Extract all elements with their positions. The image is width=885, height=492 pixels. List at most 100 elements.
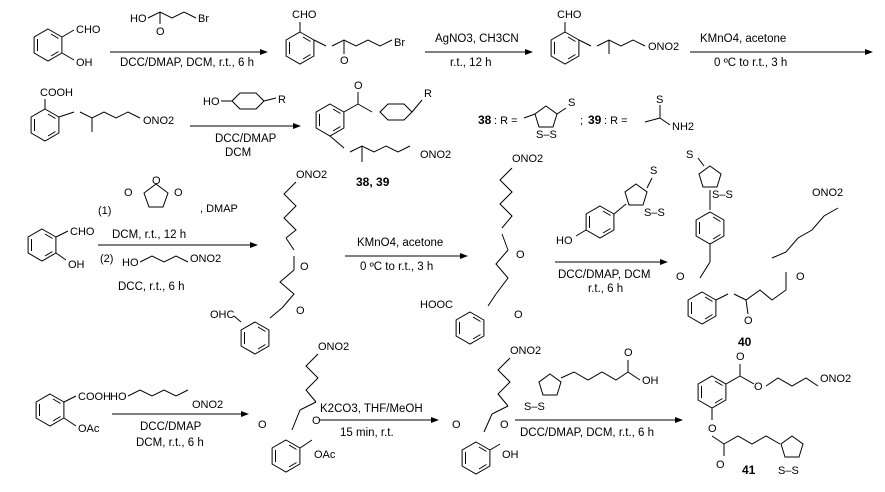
- r-def-ss-label: S–S: [536, 129, 557, 141]
- row3-sm-oh-label: OH: [68, 259, 85, 271]
- asp-cooh-label: COOH: [78, 391, 111, 403]
- reagent-o-label: O: [156, 26, 165, 38]
- row3-arrow1: DCM, r.t., 12 h (2) HO ONO2 DCC, r.t., 6…: [98, 229, 258, 293]
- row4-ester2: ONO2 O O OH: [452, 345, 541, 475]
- reagent-br-label: Br: [198, 13, 209, 25]
- int2-o2-label: O: [514, 309, 523, 321]
- prod-r-label: R: [424, 88, 432, 100]
- step3-conditions-bottom: 0 ºC to r.t., 3 h: [714, 57, 787, 69]
- row4-cond2-bottom: 15 min, r.t.: [340, 427, 394, 439]
- e2-o1-label: O: [500, 419, 509, 431]
- int2-o1-label: O: [516, 249, 525, 261]
- phenol-r-label: R: [278, 94, 286, 106]
- row1-product2: CHO ONO2: [550, 9, 679, 65]
- sm-oh-label: OH: [76, 57, 93, 69]
- row4-aspirin: COOH OAc: [35, 391, 111, 435]
- r-def-eq3-label: : R =: [604, 115, 628, 127]
- p40-ss-label: S–S: [712, 189, 733, 201]
- row4-cond3: DCC/DMAP, DCM, r.t., 6 h: [520, 427, 654, 439]
- anhydride-o2-label: O: [174, 187, 183, 199]
- e1-ono2-label: ONO2: [318, 341, 349, 353]
- reagent-ho-label: HO: [130, 13, 147, 25]
- p41-ss-label: S–S: [778, 465, 799, 477]
- alc-ho-label: HO: [110, 391, 127, 403]
- p41-o3-label: O: [708, 423, 717, 435]
- int2-hooc-label: HOOC: [420, 299, 453, 311]
- row1-arrow1: DCC/DMAP, DCM, r.t., 6 h: [110, 49, 268, 69]
- step1-num-label: (1): [98, 205, 111, 217]
- row3-intermediate2: ONO2 O O HOOC: [420, 153, 543, 345]
- row3-cond2: DCC, r.t., 6 h: [118, 281, 184, 293]
- row4-cond2-top: K2CO3, THF/MeOH: [320, 403, 423, 415]
- p40-o1-label: O: [676, 271, 685, 283]
- anhydride-o1-label: O: [124, 187, 133, 199]
- lipoic-oh-label: OH: [642, 375, 659, 387]
- alc-ono2-label: ONO2: [192, 399, 223, 411]
- adtoh-ho-label: HO: [556, 235, 573, 247]
- row1-arrow3: KMnO4, acetone 0 ºC to r.t., 3 h: [690, 33, 873, 69]
- row1-arrow2: AgNO3, CH3CN r.t., 12 h: [425, 33, 533, 69]
- acid-cooh-label: COOH: [40, 87, 73, 99]
- acid-ono2-label: ONO2: [143, 115, 174, 127]
- r-def-nh2-label: NH2: [672, 121, 694, 133]
- row3-product-40: S S–S O O O ONO2 40: [676, 149, 843, 349]
- row3-adt-oh: HO S S–S: [556, 165, 665, 247]
- p1-br-label: Br: [394, 37, 405, 49]
- row4-product-41: O O ONO2 O O S–S 41: [697, 351, 851, 477]
- p40-ono2-label: ONO2: [812, 187, 843, 199]
- lipoic-o-label: O: [624, 347, 633, 359]
- step3-conditions-top: KMnO4, acetone: [700, 33, 786, 45]
- row1-bromobutyric-acid: HO O Br: [130, 11, 209, 38]
- p1-o-label: O: [340, 55, 349, 67]
- adtoh-ss-label: S–S: [644, 207, 665, 219]
- row4-arrow1: HO ONO2 DCC/DMAP DCM, r.t., 6 h: [110, 389, 249, 449]
- row3-arrow3: DCC/DMAP, DCM r.t., 6 h: [555, 259, 668, 295]
- p40-s-label: S: [686, 149, 693, 161]
- sm-cho-label: CHO: [76, 24, 101, 36]
- row1-salicylaldehyde: CHO OH: [33, 24, 101, 69]
- p41-ono2-label: ONO2: [820, 373, 851, 385]
- coup-cond-bottom: r.t., 6 h: [588, 283, 623, 295]
- step1-conditions: DCC/DMAP, DCM, r.t., 6 h: [120, 57, 254, 69]
- compound-label-38-39: 38, 39: [356, 175, 390, 189]
- e2-oh-label: OH: [502, 449, 519, 461]
- e1-o2-label: O: [258, 419, 267, 431]
- row4-cond1-top: DCC/DMAP: [140, 421, 202, 433]
- ox-cond-top: KMnO4, acetone: [357, 237, 443, 249]
- row4-lipoic-acid: S–S O OH: [524, 347, 659, 413]
- row3-arrow2: KMnO4, acetone 0 ºC to r.t., 3 h: [345, 237, 468, 273]
- row3-sm-cho-label: CHO: [70, 226, 95, 238]
- r-def-eq2-label: ;: [580, 115, 583, 127]
- int1-ono2-label: ONO2: [296, 169, 327, 181]
- row3-salicylaldehyde: CHO OH: [27, 226, 95, 271]
- row2-product-38-39: O R ONO2 38, 39: [315, 80, 451, 189]
- int1-o1-label: O: [300, 261, 309, 273]
- row4-ester1: ONO2 O O OAc: [258, 341, 349, 473]
- row2-r-definitions: 38 : R = S S–S ; 39 : R = S NH2: [478, 94, 694, 141]
- row3-cond1: DCM, r.t., 12 h: [112, 229, 186, 241]
- e1-o1-label: O: [312, 415, 321, 427]
- p41-o1-label: O: [736, 351, 745, 363]
- row1-product1: CHO O Br: [285, 9, 405, 67]
- alcohol-ho-label: HO: [122, 257, 139, 269]
- p40-o3-label: O: [796, 271, 805, 283]
- row2-conditions-bottom: DCM: [225, 147, 251, 159]
- lipoic-ss-label: S–S: [524, 401, 545, 413]
- p2-cho-label: CHO: [557, 9, 582, 21]
- row4-arrow3: DCC/DMAP, DCM, r.t., 6 h: [515, 417, 683, 439]
- int1-ohc-label: OHC: [210, 309, 235, 321]
- alcohol-ono2-label: ONO2: [190, 253, 221, 265]
- row3-succinic-anhydride: (1) O O O , DMAP: [98, 175, 238, 217]
- step2-conditions-top: AgNO3, CH3CN: [435, 33, 519, 45]
- coup-cond-top: DCC/DMAP, DCM: [558, 269, 650, 281]
- compound-label-41: 41: [742, 463, 756, 477]
- p41-o2-label: O: [754, 381, 763, 393]
- row4-cond1-bottom: DCM, r.t., 6 h: [136, 437, 204, 449]
- p40-o2-label: O: [744, 315, 753, 327]
- p2-ono2-label: ONO2: [648, 41, 679, 53]
- row2-acid: COOH ONO2: [30, 87, 174, 142]
- p1-cho-label: CHO: [292, 9, 317, 21]
- int1-o2-label: O: [296, 305, 305, 317]
- p41-o4-label: O: [716, 459, 725, 471]
